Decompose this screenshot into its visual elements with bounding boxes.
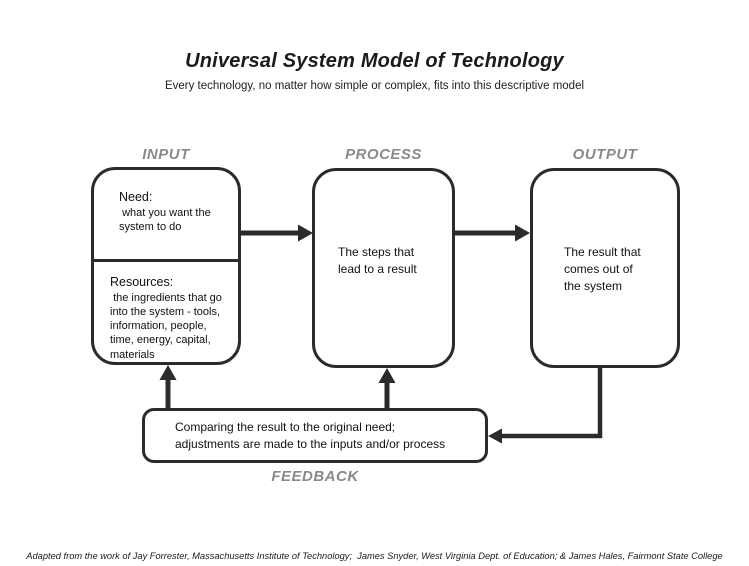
need-section: Need: what you want the system to do [94, 170, 238, 262]
input-box: Need: what you want the system to do Res… [91, 167, 241, 365]
output-stage-label: OUTPUT [572, 146, 638, 163]
arrow-feedback-to-input [159, 365, 177, 409]
arrow-output-to-feedback [488, 368, 603, 444]
process-stage-label: PROCESS [345, 146, 422, 163]
resources-section: Resources: the ingredients that go into … [94, 262, 238, 362]
resources-body: the ingredients that go into the system … [110, 291, 222, 361]
need-body: what you want the system to do [119, 206, 211, 233]
feedback-box: Comparing the result to the original nee… [142, 408, 488, 463]
arrow-feedback-to-process [378, 368, 396, 409]
page-title: Universal System Model of Technology [185, 50, 564, 72]
input-stage-label: INPUT [142, 146, 190, 163]
feedback-text: Comparing the result to the original nee… [175, 419, 446, 451]
resources-title: Resources: [110, 274, 174, 289]
arrow-input-to-process [241, 224, 313, 242]
need-title: Need: [119, 190, 153, 204]
arrow-process-to-output [455, 224, 530, 242]
output-text: The result that comes out of the system [564, 245, 641, 293]
footer-credit: Adapted from the work of Jay Forrester, … [26, 551, 723, 561]
process-text: The steps that lead to a result [338, 245, 417, 276]
page-subtitle: Every technology, no matter how simple o… [164, 80, 585, 92]
feedback-stage-label: FEEDBACK [271, 468, 359, 485]
process-box [312, 168, 455, 368]
output-box [530, 168, 680, 368]
